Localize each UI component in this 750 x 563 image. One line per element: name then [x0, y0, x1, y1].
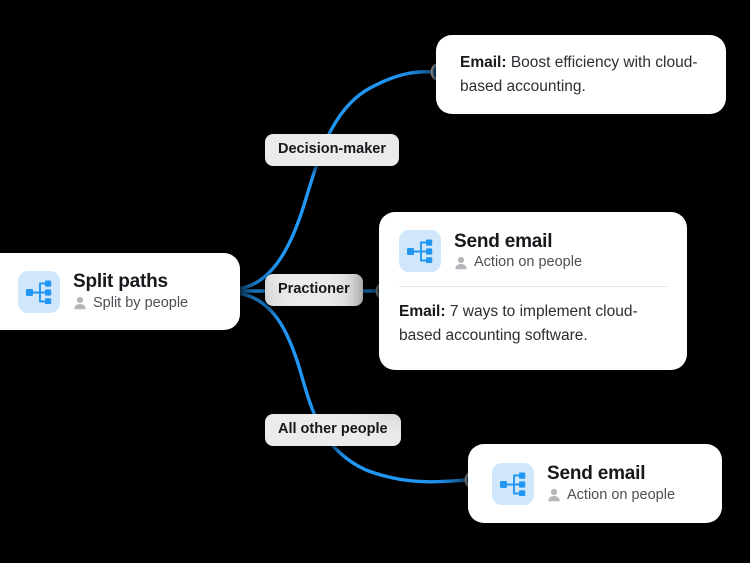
- send-email-bottom-subtitle-row: Action on people: [547, 487, 675, 504]
- split-paths-icon: [399, 230, 441, 272]
- split-paths-icon: [492, 462, 534, 505]
- send-email-bottom-header: Send email Action on people: [492, 462, 675, 505]
- send-email-middle-body: Email: 7 ways to implement cloud-based a…: [399, 300, 667, 347]
- send-email-middle-texts: Send email Action on people: [454, 231, 582, 272]
- email-top-label: Email:: [460, 53, 507, 71]
- branch-label-decision-maker[interactable]: Decision-maker: [265, 134, 399, 166]
- split-node-texts: Split paths Split by people: [73, 271, 188, 312]
- branch-label-practioner[interactable]: Practioner: [265, 274, 363, 306]
- branch-label-all-other-people[interactable]: All other people: [265, 414, 401, 446]
- send-email-middle-subtitle-row: Action on people: [454, 254, 582, 271]
- card-email-top[interactable]: Email: Boost efficiency with cloud-based…: [436, 35, 726, 114]
- send-email-bottom-subtitle-text: Action on people: [567, 486, 676, 503]
- card-divider: [399, 286, 667, 287]
- split-node-title: Split paths: [73, 271, 168, 293]
- split-node-subtitle-text: Split by people: [93, 294, 189, 311]
- person-icon: [548, 489, 560, 502]
- email-top-text: Boost efficiency with cloud-based accoun…: [460, 53, 698, 95]
- card-send-email-middle[interactable]: Send email Action on people Email: 7 way…: [379, 212, 687, 370]
- split-paths-icon: [18, 270, 60, 313]
- card-send-email-bottom[interactable]: Send email Action on people: [468, 444, 722, 523]
- send-email-bottom-title: Send email: [547, 463, 646, 485]
- send-email-middle-title: Send email: [454, 230, 553, 252]
- send-email-middle-subtitle-text: Action on people: [474, 254, 583, 270]
- send-email-middle-header: Send email Action on people: [399, 230, 667, 272]
- person-icon: [455, 256, 467, 269]
- send-email-bottom-texts: Send email Action on people: [547, 463, 675, 504]
- email-top-body: Email: Boost efficiency with cloud-based…: [460, 51, 702, 98]
- send-email-middle-label: Email:: [399, 303, 446, 320]
- split-node-header: Split paths Split by people: [18, 270, 188, 313]
- split-node-subtitle-row: Split by people: [73, 295, 188, 312]
- person-icon: [74, 297, 86, 310]
- node-split-paths[interactable]: Split paths Split by people: [0, 253, 240, 330]
